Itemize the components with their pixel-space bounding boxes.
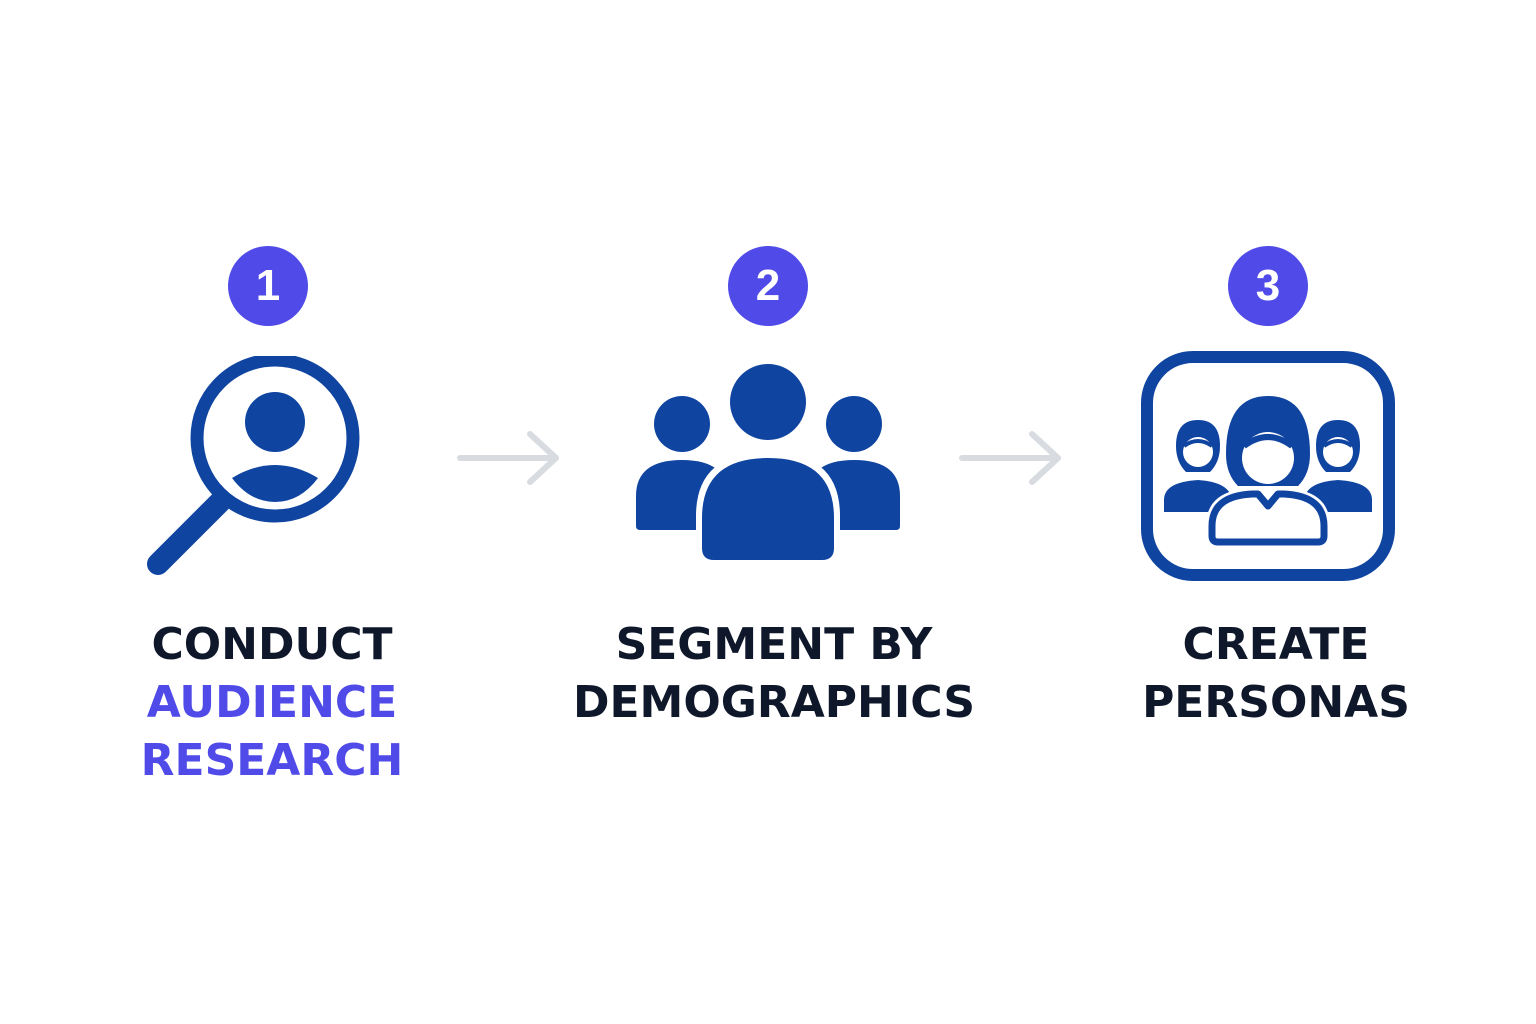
personas-frame-icon bbox=[1141, 351, 1395, 581]
step-2-label-line-1: SEGMENT BY bbox=[615, 619, 933, 670]
step-1-label-line-1: CONDUCT bbox=[151, 619, 393, 670]
step-3-badge: 3 bbox=[1228, 246, 1308, 326]
step-1-label-line-3: RESEARCH bbox=[140, 735, 404, 786]
step-1-label-line-2: AUDIENCE bbox=[146, 677, 398, 728]
magnifier-person-icon bbox=[147, 356, 360, 575]
step-3-label: CREATE PERSONAS bbox=[1046, 616, 1506, 732]
step-1-label: CONDUCT AUDIENCE RESEARCH bbox=[42, 616, 502, 790]
step-3-label-line-2: PERSONAS bbox=[1142, 677, 1410, 728]
step-2-label: SEGMENT BY DEMOGRAPHICS bbox=[544, 616, 1004, 732]
step-2-label-line-2: DEMOGRAPHICS bbox=[572, 677, 976, 728]
step-2-badge: 2 bbox=[728, 246, 808, 326]
people-group-icon bbox=[636, 360, 900, 564]
step-1-badge: 1 bbox=[228, 246, 308, 326]
arrow-right-icon bbox=[457, 431, 559, 485]
arrow-right-icon bbox=[959, 431, 1061, 485]
step-3-label-line-1: CREATE bbox=[1182, 619, 1370, 670]
